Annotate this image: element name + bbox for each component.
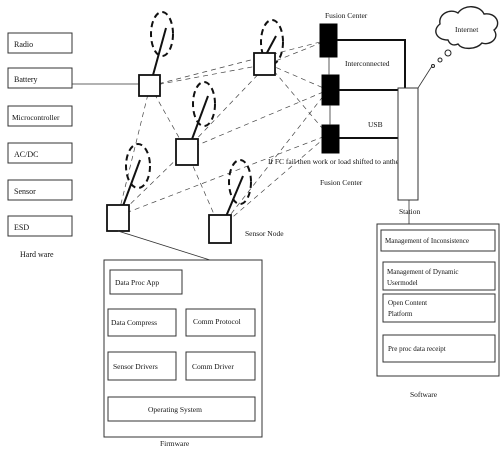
hardware-panel: Radio Battery Microcontroller AC/DC Sens… — [7, 32, 73, 259]
station-label: Station — [399, 207, 421, 216]
usb-label: USB — [368, 120, 383, 129]
hw-radio-box — [7, 32, 73, 54]
firmware-caption: Firmware — [160, 439, 190, 448]
fw-operating-system-label: Operating System — [148, 405, 202, 414]
sensor-node-label: Sensor Node — [245, 229, 284, 238]
station — [397, 87, 419, 201]
sw-inconsistence-label: Management of Inconsistence — [385, 237, 469, 245]
hw-esd-box — [7, 215, 73, 237]
internet-label: Internet — [455, 25, 479, 34]
sensor-node-3 — [175, 81, 216, 166]
fw-sensor-drivers-box — [107, 351, 177, 381]
sw-usermodel-label: Usermodel — [387, 279, 418, 287]
fw-comm-protocol-box — [185, 308, 256, 337]
sw-inconsistence-box — [380, 229, 496, 252]
mesh-links — [117, 39, 329, 229]
fusion-center-bottom-label: Fusion Center — [320, 178, 363, 187]
hw-esd-label: ESD — [14, 223, 29, 232]
sensor-node-4 — [106, 143, 151, 232]
sw-open-content-label: Open Content — [388, 299, 427, 307]
fw-comm-driver-label: Comm Driver — [192, 362, 234, 371]
hardware-caption: Hard ware — [20, 250, 54, 259]
software-panel: Management of Inconsistence Management o… — [376, 200, 500, 399]
hw-acdc-box — [7, 142, 73, 164]
sw-platform-label: Platform — [388, 310, 413, 318]
interconnected-label: Interconnected — [345, 59, 390, 68]
hw-battery-box — [7, 67, 73, 89]
fw-data-compress-label: Data Compress — [111, 318, 157, 327]
failover-note: If FC fail then work or load shifted to … — [268, 157, 413, 166]
hw-acdc-label: AC/DC — [14, 150, 38, 159]
internet-cloud: Internet — [431, 6, 499, 68]
hw-microcontroller-box — [7, 105, 73, 127]
sw-open-content-box — [382, 293, 496, 323]
internet-link — [417, 65, 433, 89]
fusion-center-2 — [321, 74, 340, 106]
software-caption: Software — [410, 390, 438, 399]
hw-microcontroller-label: Microcontroller — [12, 113, 60, 122]
hw-battery-label: Battery — [14, 75, 38, 84]
sw-dynamic-usermodel-box — [382, 261, 496, 291]
fw-comm-protocol-label: Comm Protocol — [193, 317, 241, 326]
fusion-center-3 — [321, 124, 340, 154]
fusion-interconnect — [328, 39, 406, 139]
hw-sensor-label: Sensor — [14, 187, 36, 196]
hw-sensor-box — [7, 179, 73, 201]
fw-data-compress-box — [107, 308, 177, 337]
sw-preproc-box — [382, 334, 496, 363]
hw-radio-label: Radio — [14, 40, 33, 49]
fw-operating-system-box — [107, 396, 256, 422]
fw-data-proc-app-label: Data Proc App — [115, 278, 159, 287]
fw-sensor-drivers-label: Sensor Drivers — [113, 362, 158, 371]
firmware-panel: Data Proc App Data Compress Comm Protoco… — [103, 230, 263, 448]
sensor-node-2-body — [253, 52, 276, 76]
fw-data-proc-app-box — [109, 269, 183, 295]
sw-dynamic-label: Management of Dynamic — [387, 268, 459, 276]
sensor-node-5 — [208, 159, 252, 244]
fusion-center-top-label: Fusion Center — [325, 11, 368, 20]
fusion-center-1 — [319, 23, 338, 58]
fw-comm-driver-box — [185, 351, 256, 381]
sensor-node-1 — [138, 11, 174, 97]
sw-preproc-label: Pre proc data receipt — [388, 345, 446, 353]
